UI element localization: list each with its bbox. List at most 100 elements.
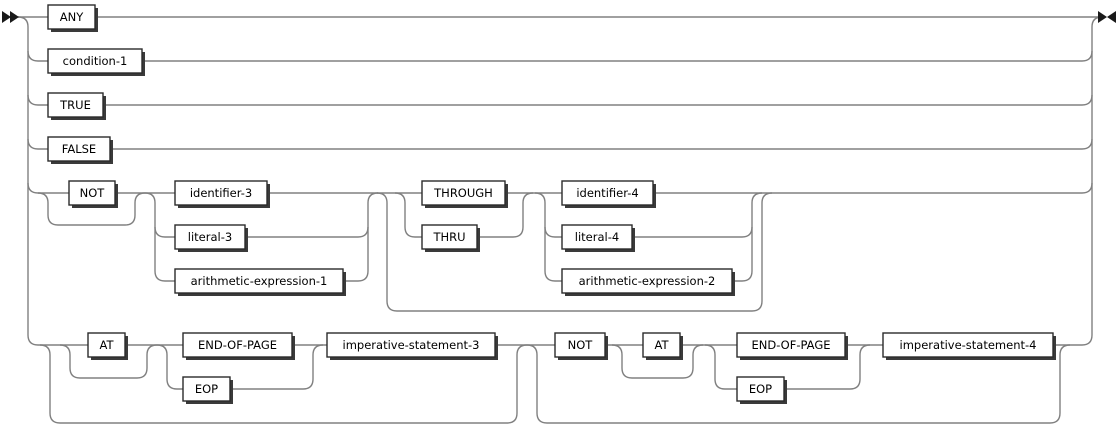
merge-arith2 [732,270,753,282]
merge-literal4 [632,226,753,238]
rail-row5-main [38,182,1093,194]
end-arrow-left [1107,11,1116,23]
node-condition-1-box [47,48,143,74]
node-condition-1: condition-1 [47,48,145,76]
split-choice3-outer [144,192,175,282]
node-thru-label: THRU [432,230,465,244]
node-eop-2: EOP [736,376,787,404]
bypass-at1 [59,344,158,379]
node-eop-2-box [736,376,785,402]
split-choice4-mid [544,226,562,238]
node-any-label: ANY [60,10,84,24]
rail-right-vertical [1091,16,1103,335]
merge-eop1 [230,344,324,390]
node-arithmetic-expression-1-box [174,268,344,294]
node-any: ANY [47,4,98,32]
node-identifier-4-label: identifier-4 [576,186,638,200]
node-at-2: AT [642,332,683,360]
node-imperative-statement-3-box [326,332,496,358]
merge-choice4-vertical [751,192,763,271]
merge-thru [477,192,534,238]
node-not-1: NOT [68,180,118,208]
node-eop-1-label: EOP [195,382,218,396]
bypass-not1 [37,192,146,226]
merge-choice3-vertical [367,192,379,271]
node-end-of-page-2: END-OF-PAGE [736,332,848,360]
node-true-label: TRUE [59,98,91,112]
node-at-2-label: AT [655,338,670,352]
merge-literal3 [245,226,369,238]
node-at-1-box [87,332,126,358]
node-at-1: AT [87,332,128,360]
node-end-of-page-1-label: END-OF-PAGE [198,338,277,352]
node-literal-4: literal-4 [561,224,635,252]
node-true-box [47,92,104,118]
node-thru: THRU [421,224,480,252]
start-arrow-1 [2,11,11,23]
branch-row3-out [103,94,1093,106]
split-choice3-mid [154,226,175,238]
split-choice4-outer [534,192,562,282]
end-arrow-right [1098,11,1107,23]
node-false-label: FALSE [62,142,96,156]
node-identifier-3: identifier-3 [174,180,270,208]
merge-eop2 [784,344,871,390]
node-arithmetic-expression-1: arithmetic-expression-1 [174,268,346,296]
node-end-of-page-2-box [736,332,846,358]
branch-row5-in [27,182,39,194]
node-any-box [47,4,96,30]
split-thru [394,192,422,238]
node-end-of-page-1-box [182,332,293,358]
node-identifier-4: identifier-4 [561,180,656,208]
node-not-1-box [68,180,116,206]
branch-row4-out [110,138,1093,150]
rail-left-vertical [17,16,39,346]
node-literal-3: literal-3 [174,224,248,252]
node-true: TRUE [47,92,106,120]
node-literal-3-box [174,224,246,250]
node-through: THROUGH [421,180,508,208]
end-marker-icon [1098,11,1116,23]
node-not-2-label: NOT [568,338,594,352]
branch-row4-in [27,138,48,150]
rail-bottom-main [38,334,1093,346]
node-not-2-box [554,332,606,358]
node-arithmetic-expression-2: arithmetic-expression-2 [561,268,735,296]
start-arrow-2 [10,11,19,23]
branch-row2-out [142,50,1093,62]
node-imperative-statement-3-label: imperative-statement-3 [343,338,480,352]
node-literal-4-box [561,224,633,250]
bypass-not-at-group2 [526,344,1071,424]
branch-row3-in [27,94,48,106]
node-false-box [47,136,111,162]
node-not-1-label: NOT [80,186,106,200]
node-identifier-4-box [561,180,654,206]
node-imperative-statement-4-label: imperative-statement-4 [900,338,1037,352]
node-eop-1-box [182,376,231,402]
node-identifier-3-label: identifier-3 [190,186,252,200]
bypass-at2 [611,344,704,379]
node-arithmetic-expression-2-label: arithmetic-expression-2 [579,274,716,288]
node-imperative-statement-4-box [882,332,1054,358]
node-identifier-3-box [174,180,268,206]
node-eop-2-label: EOP [749,382,772,396]
node-eop-1: EOP [182,376,233,404]
node-arithmetic-expression-2-box [561,268,733,294]
node-literal-4-label: literal-4 [575,230,619,244]
node-arithmetic-expression-1-label: arithmetic-expression-1 [191,274,328,288]
bypass-at-group1 [39,344,528,424]
start-marker-icon [2,11,19,23]
node-through-label: THROUGH [433,186,493,200]
node-condition-1-label: condition-1 [63,54,128,68]
node-false: FALSE [47,136,113,164]
node-end-of-page-2-label: END-OF-PAGE [751,338,830,352]
node-thru-box [421,224,478,250]
split-eop1 [156,344,183,390]
node-at-2-box [642,332,681,358]
node-not-2: NOT [554,332,608,360]
node-imperative-statement-4: imperative-statement-4 [882,332,1056,360]
branch-row2-in [27,50,48,62]
node-through-box [421,180,506,206]
